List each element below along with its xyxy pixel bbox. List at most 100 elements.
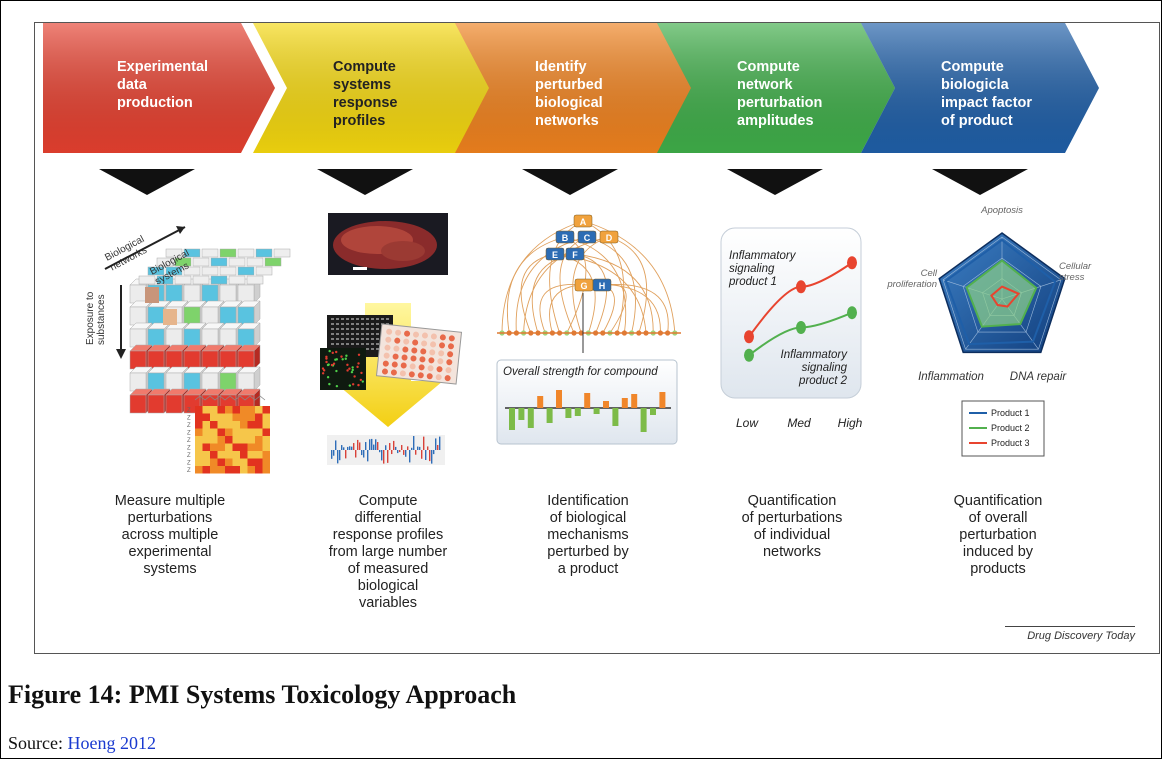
amplitude-point (847, 256, 857, 270)
svg-text:A: A (580, 217, 587, 227)
journal-credit: Drug Discovery Today (1005, 626, 1135, 642)
description-step-3: Identification of biological mechanisms … (547, 493, 629, 577)
network-node-f: F (565, 247, 585, 261)
radar-profile-2 (965, 259, 1038, 328)
svg-text:D: D (606, 233, 613, 243)
amplitude-point (796, 321, 806, 334)
x-label-high: High (838, 416, 863, 430)
description-step-4: Quantification of perturbations of indiv… (741, 493, 843, 560)
svg-text:F: F (572, 250, 578, 260)
amplitude-point (744, 348, 754, 362)
svg-text:Z: Z (187, 431, 191, 437)
network-node-d: D (599, 230, 619, 244)
svg-text:C: C (584, 233, 591, 243)
svg-text:Z: Z (187, 446, 191, 452)
x-label-low: Low (736, 416, 759, 430)
compound-bar (518, 408, 525, 420)
network-node-b: B (555, 230, 575, 244)
source-line: Source: Hoeng 2012 (8, 733, 156, 754)
svg-text:Z: Z (187, 453, 191, 459)
radar-profile-1 (944, 238, 1057, 346)
network-node-e: E (545, 247, 565, 261)
compound-bar (584, 393, 591, 408)
figure-caption: Figure 14: PMI Systems Toxicology Approa… (8, 680, 517, 709)
compound-bar (593, 408, 600, 414)
description-step-5: Quantification of overall perturbation i… (953, 493, 1043, 577)
network-node-a: A (573, 214, 593, 228)
svg-text:G: G (580, 281, 587, 291)
compound-bar (640, 408, 647, 432)
radar-profile-3 (990, 285, 1021, 308)
data-cube-illustration (129, 248, 291, 414)
description-step-1: Measure multiple perturbations across mu… (114, 493, 226, 577)
network-node-g: G (574, 278, 594, 292)
compound-bar (574, 408, 581, 416)
amplitude-point (847, 306, 857, 320)
source-label: Source: (8, 733, 68, 753)
radar-axis-label-3: DNA repair (1010, 371, 1068, 383)
compound-strength-panel: Overall strength for compound (496, 359, 678, 445)
svg-text:E: E (552, 250, 558, 260)
compound-bar (509, 408, 515, 430)
radar-axis-label-1: Apoptosis (980, 205, 1023, 216)
svg-text:Z: Z (187, 423, 191, 429)
compound-bar (603, 401, 609, 408)
svg-text:H: H (599, 281, 606, 291)
down-arrow-5 (932, 169, 1028, 195)
svg-text:Z: Z (187, 408, 191, 414)
compound-bar (537, 396, 544, 408)
compound-bar (631, 394, 638, 408)
response-profile-strip (327, 435, 445, 465)
legend-label-3: Product 3 (991, 438, 1030, 448)
compound-bar (565, 408, 572, 418)
compound-bar (556, 390, 562, 408)
radar-axis-label-4: Inflammation (918, 371, 984, 383)
compound-bar (527, 408, 534, 428)
svg-text:B: B (562, 233, 569, 243)
svg-text:Z: Z (187, 438, 191, 444)
amplitude-point (744, 330, 754, 344)
svg-text:Z: Z (187, 416, 191, 422)
legend-label-2: Product 2 (991, 423, 1030, 433)
description-step-2: Compute differential response profiles f… (328, 493, 448, 611)
compound-bar (621, 398, 628, 408)
network-node-c: C (577, 230, 597, 244)
perturbed-network-graph: A B C D E F G H (497, 214, 681, 353)
svg-text:Exposure tosubstances: Exposure tosubstances (85, 291, 107, 345)
source-link[interactable]: Hoeng 2012 (67, 733, 156, 753)
svg-text:Z: Z (187, 468, 191, 474)
svg-text:Z: Z (187, 461, 191, 467)
microarray-images (320, 315, 463, 390)
network-node-h: H (592, 278, 612, 292)
compound-bar (546, 408, 553, 423)
x-label-med: Med (787, 416, 811, 430)
tissue-photo (328, 213, 448, 275)
compound-strength-label: Overall strength for compound (503, 366, 658, 378)
down-arrow-2 (317, 169, 413, 195)
svg-text:Biologicalnetworks: Biologicalnetworks (103, 234, 151, 274)
amplitude-point (796, 280, 806, 294)
compound-bar (650, 408, 656, 415)
down-arrow-3 (522, 169, 618, 195)
compound-bar (612, 408, 619, 426)
